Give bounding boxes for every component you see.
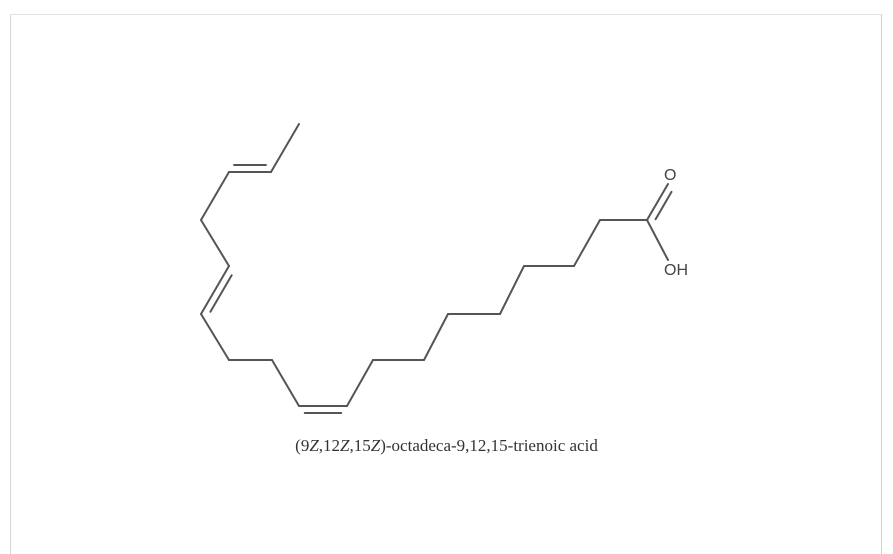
caption-segment-2: ,12 <box>318 436 341 455</box>
carbonyl-oxygen-label: O <box>664 167 676 184</box>
double-bond-line-5 <box>209 274 233 313</box>
bond-10 <box>346 359 374 407</box>
caption-segment-1: Z <box>309 436 319 455</box>
bond-16 <box>573 219 601 267</box>
hydroxyl-bond <box>646 219 669 261</box>
bond-14 <box>499 265 525 315</box>
bond-12 <box>423 313 449 361</box>
bond-5 <box>200 265 230 315</box>
caption-segment-3: Z <box>340 436 350 455</box>
diagram-frame <box>10 14 882 554</box>
bond-6 <box>200 313 230 361</box>
compound-name-caption: (9Z,12Z,15Z)-octadeca-9,12,15-trienoic a… <box>0 436 893 456</box>
bond-8 <box>271 359 300 407</box>
structural-formula: O OH <box>200 123 688 414</box>
bond-1 <box>270 123 300 173</box>
diagram-canvas: O OH (9Z,12Z,15Z)-octadeca-9,12,15-trien… <box>0 14 893 554</box>
carbonyl-double-line <box>654 190 673 221</box>
carbonyl-bond <box>646 183 669 221</box>
hydroxyl-label: OH <box>664 262 688 279</box>
caption-segment-5: Z <box>370 436 381 455</box>
caption-segment-0: (9 <box>295 436 310 455</box>
bond-3 <box>200 171 230 221</box>
caption-segment-4: ,15 <box>349 436 371 455</box>
bond-4 <box>200 219 230 267</box>
caption-segment-6: )-octadeca-9,12,15-trienoic acid <box>380 436 598 455</box>
